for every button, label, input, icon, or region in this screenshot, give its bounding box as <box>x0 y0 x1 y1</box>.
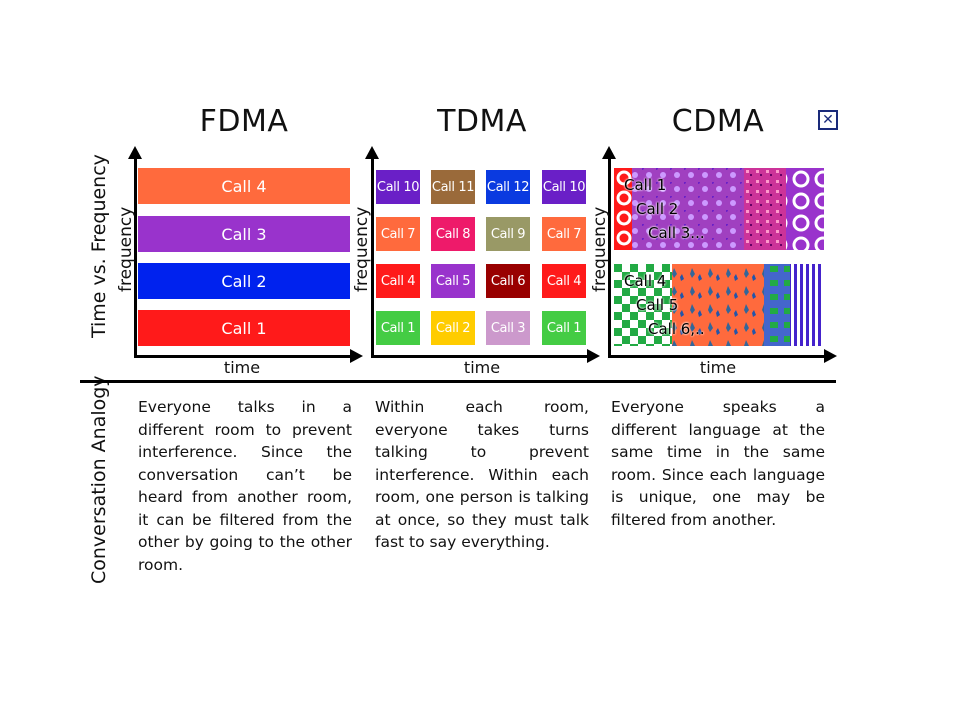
tdma-slot: Call 10 <box>542 170 586 204</box>
fdma-y-axis <box>134 156 137 358</box>
tdma-slot: Call 7 <box>542 217 586 251</box>
cdma-x-arrow <box>824 349 837 363</box>
cdma-x-axis <box>608 355 826 358</box>
fdma-band-call-3: Call 3 <box>138 216 350 252</box>
fdma-x-label: time <box>223 358 261 377</box>
tdma-slot: Call 4 <box>376 264 420 298</box>
fdma-analogy-text: Everyone talks in a different room to pr… <box>138 398 352 574</box>
tdma-slot: Call 1 <box>542 311 586 345</box>
tdma-slot: Call 7 <box>376 217 420 251</box>
tdma-y-label: frequency <box>352 206 372 292</box>
fdma-band-call-1: Call 1 <box>138 310 350 346</box>
close-icon[interactable]: ✕ <box>818 110 838 130</box>
cdma-call-label: Call 6,.. <box>648 320 705 338</box>
tdma-slot: Call 2 <box>431 311 475 345</box>
cdma-pattern-top <box>614 168 824 250</box>
cdma-y-axis <box>608 156 611 358</box>
cdma-call-label: Call 2 <box>636 200 679 218</box>
row-label-time-vs-frequency: Time vs. Frequency <box>88 154 110 338</box>
fdma-y-arrow <box>128 146 142 159</box>
fdma-band-call-2: Call 2 <box>138 263 350 299</box>
fdma-title: FDMA <box>199 104 289 139</box>
row-label-conversation-analogy: Conversation Analogy <box>88 375 110 584</box>
tdma-slot: Call 3 <box>486 311 530 345</box>
cdma-band-bottom: Call 4 Call 5 Call 6,.. <box>614 264 824 346</box>
tdma-slot: Call 8 <box>431 217 475 251</box>
cdma-y-arrow <box>602 146 616 159</box>
tdma-slot: Call 12 <box>486 170 530 204</box>
cdma-band-top: Call 1 Call 2 Call 3... <box>614 168 824 250</box>
fdma-x-arrow <box>350 349 363 363</box>
tdma-x-arrow <box>587 349 600 363</box>
fdma-y-label: frequency <box>116 206 136 292</box>
cdma-call-label: Call 1 <box>624 176 667 194</box>
tdma-slot: Call 10 <box>376 170 420 204</box>
tdma-title: TDMA <box>437 104 527 139</box>
tdma-x-axis <box>371 355 589 358</box>
cdma-y-label: frequency <box>590 206 610 292</box>
fdma-x-axis <box>134 355 352 358</box>
tdma-x-label: time <box>463 358 501 377</box>
tdma-analogy-text: Within each room, everyone takes turns t… <box>375 398 589 551</box>
tdma-slot: Call 5 <box>431 264 475 298</box>
cdma-call-label: Call 4 <box>624 272 667 290</box>
cdma-x-label: time <box>699 358 737 377</box>
fdma-band-call-4: Call 4 <box>138 168 350 204</box>
tdma-slot: Call 9 <box>486 217 530 251</box>
section-divider <box>80 380 836 383</box>
cdma-title: CDMA <box>671 104 765 139</box>
cdma-call-label: Call 3... <box>648 224 705 242</box>
cdma-pattern-bottom <box>614 264 824 346</box>
tdma-slot: Call 1 <box>376 311 420 345</box>
tdma-slot: Call 4 <box>542 264 586 298</box>
cdma-analogy-text: Everyone speaks a different language at … <box>611 398 825 529</box>
tdma-y-axis <box>371 156 374 358</box>
cdma-call-label: Call 5 <box>636 296 679 314</box>
tdma-slot: Call 6 <box>486 264 530 298</box>
tdma-y-arrow <box>365 146 379 159</box>
tdma-slot: Call 11 <box>431 170 475 204</box>
